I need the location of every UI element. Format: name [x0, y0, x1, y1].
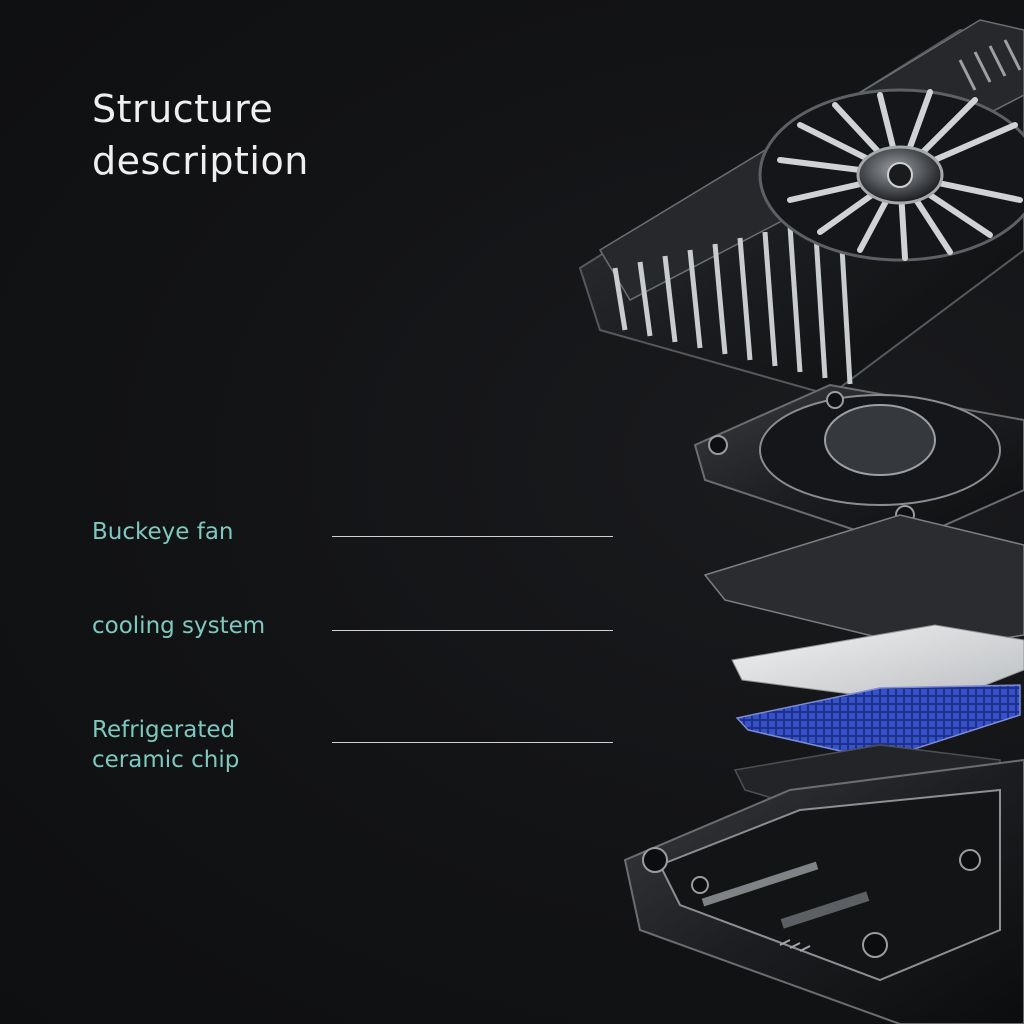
base-frame — [623, 758, 1024, 1024]
top-housing — [578, 19, 1024, 397]
callout-label-line: ceramic chip — [92, 747, 240, 773]
ceramic-chip — [735, 684, 1021, 761]
title-line-1: Structure — [92, 87, 274, 132]
leader-line-cooling-system — [332, 630, 613, 631]
callout-label-cooling-system: cooling system — [92, 611, 265, 641]
callout-label-line: cooling system — [92, 613, 266, 639]
thermal-pad — [731, 624, 1024, 706]
leader-line-buckeye-fan — [332, 536, 613, 537]
leader-line-ceramic-chip — [332, 742, 613, 743]
page-title: Structure description — [92, 83, 309, 187]
callout-label-line: Refrigerated — [92, 717, 236, 743]
fan-module — [693, 383, 1024, 547]
callout-label-line: Buckeye fan — [92, 519, 234, 545]
callout-label-buckeye-fan: Buckeye fan — [92, 517, 234, 547]
callout-label-ceramic-chip: Refrigerated ceramic chip — [92, 715, 239, 775]
title-line-2: description — [92, 139, 309, 184]
heatsink — [703, 505, 1024, 651]
